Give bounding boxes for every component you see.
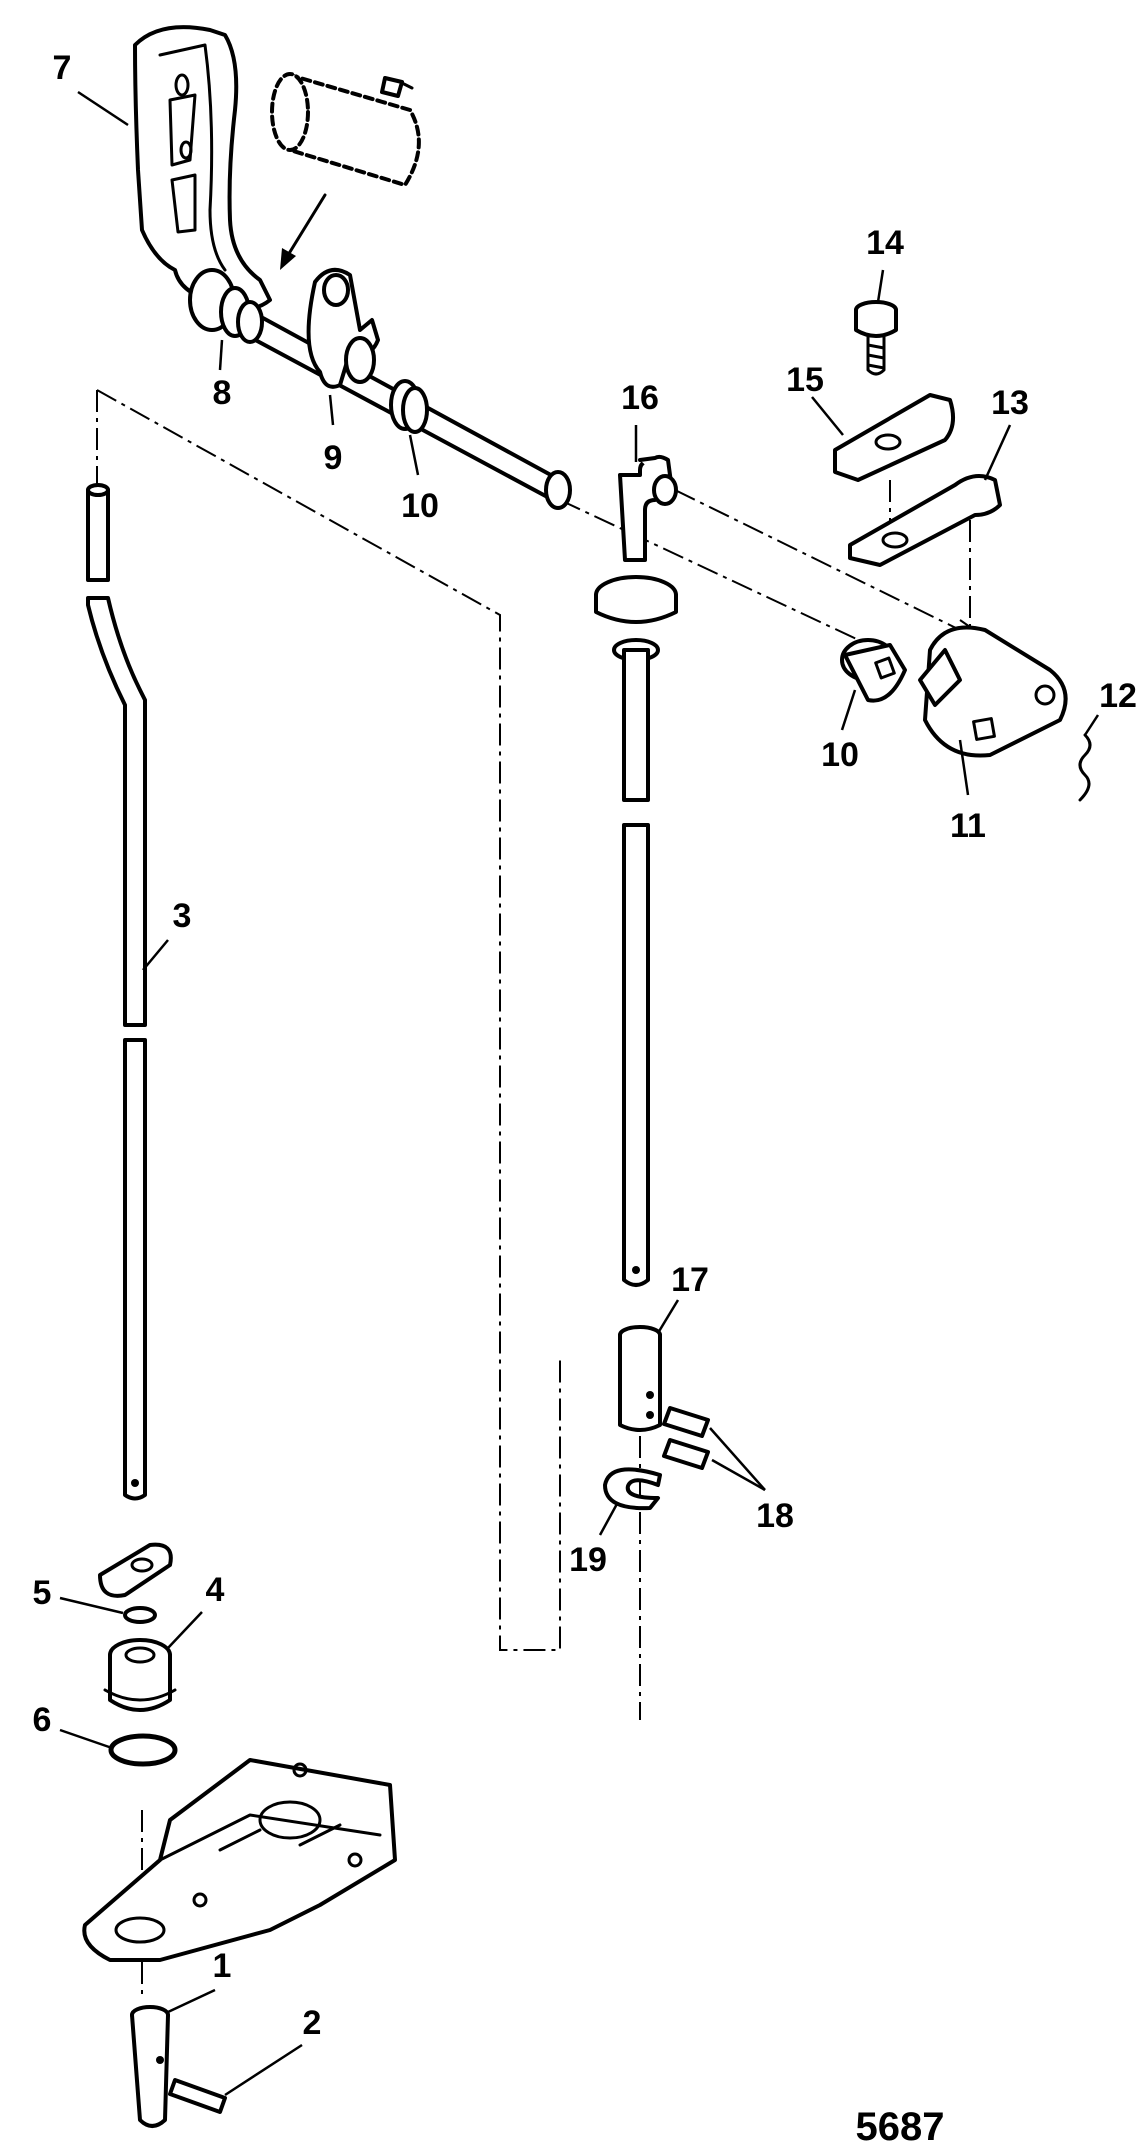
spring-wire-part-12 — [1078, 733, 1092, 802]
lever-part-11 — [918, 625, 1068, 758]
callout-4: 4 — [167, 1571, 225, 1649]
callout-8: 8 — [213, 339, 232, 412]
bolt-part-14 — [854, 300, 898, 376]
callout-label-9: 9 — [324, 439, 343, 477]
callout-10-right: 10 — [821, 689, 859, 774]
gasket — [98, 1542, 173, 1598]
callout-label-7: 7 — [53, 49, 72, 87]
plate-part-15 — [833, 393, 956, 482]
callout-10-left: 10 — [401, 434, 439, 525]
callout-2: 2 — [224, 2004, 322, 2097]
callout-label-14: 14 — [866, 224, 904, 262]
coupler-part-17 — [618, 1325, 662, 1432]
bushing-part-10-right — [840, 638, 907, 703]
callout-15: 15 — [786, 361, 844, 436]
callout-label-17: 17 — [671, 1261, 709, 1299]
o-ring-part-5 — [123, 1606, 157, 1624]
callout-14: 14 — [866, 224, 904, 303]
sleeve-part-1 — [130, 2005, 170, 2128]
callout-label-18: 18 — [756, 1497, 794, 1535]
callout-label-11: 11 — [950, 807, 986, 845]
callout-label-10-left: 10 — [401, 487, 439, 525]
shift-handle-part-7 — [133, 25, 272, 311]
callout-label-1: 1 — [213, 1947, 232, 1985]
callout-label-8: 8 — [213, 374, 232, 412]
shift-shaft-assembly — [188, 267, 572, 510]
bracket-part-13 — [848, 474, 1002, 567]
callout-6: 6 — [33, 1701, 113, 1750]
housing — [82, 1758, 397, 1962]
callout-7: 7 — [53, 49, 129, 127]
callout-16: 16 — [621, 379, 659, 462]
callout-19: 19 — [569, 1501, 620, 1579]
callout-label-2: 2 — [303, 2004, 322, 2042]
callout-label-4: 4 — [206, 1571, 225, 1609]
callout-1: 1 — [167, 1947, 232, 2014]
install-arrow — [280, 193, 327, 270]
callout-label-10-right: 10 — [821, 736, 859, 774]
callout-label-3: 3 — [173, 897, 192, 935]
pin-part-2 — [168, 2078, 227, 2114]
callout-18: 18 — [709, 1427, 794, 1535]
callout-label-12: 12 — [1099, 677, 1137, 715]
bushing-part-4 — [103, 1638, 177, 1712]
pins-part-18 — [662, 1406, 710, 1470]
callout-17: 17 — [656, 1261, 709, 1334]
handle-knob — [270, 72, 421, 187]
callout-label-13: 13 — [991, 384, 1029, 422]
callout-3: 3 — [142, 897, 192, 971]
callout-9: 9 — [324, 394, 343, 477]
callout-label-6: 6 — [33, 1701, 52, 1739]
callout-label-16: 16 — [621, 379, 659, 417]
callout-label-5: 5 — [33, 1574, 52, 1612]
callout-label-19: 19 — [569, 1541, 607, 1579]
figure-number: 5687 — [856, 2105, 945, 2149]
callout-13: 13 — [983, 384, 1029, 481]
callout-11: 11 — [950, 739, 986, 845]
callout-label-15: 15 — [786, 361, 824, 399]
shift-rod-part-3 — [86, 483, 147, 1501]
o-ring-part-6 — [108, 1733, 178, 1767]
clip-part-19 — [603, 1467, 662, 1511]
callout-12: 12 — [1083, 677, 1137, 736]
callout-5: 5 — [33, 1574, 124, 1615]
rod-part-16 — [594, 454, 678, 1287]
